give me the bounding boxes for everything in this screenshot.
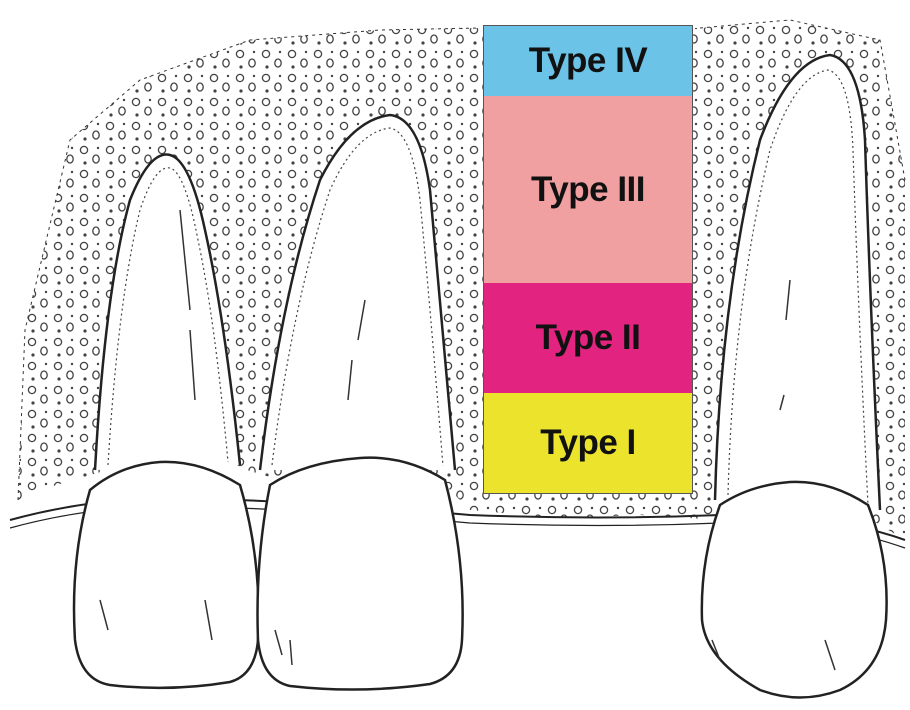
crown-1 (74, 462, 259, 688)
type-iv-band: Type IV (484, 26, 692, 96)
type-ii-label: Type II (536, 318, 641, 358)
type-i-band: Type I (484, 393, 692, 493)
type-i-label: Type I (540, 423, 636, 463)
crown-3 (702, 482, 887, 698)
type-ii-band: Type II (484, 283, 692, 393)
type-iv-label: Type IV (529, 41, 647, 81)
type-iii-label: Type III (531, 170, 645, 210)
type-iii-band: Type III (484, 96, 692, 283)
gingival-type-legend: Type IV Type III Type II Type I (483, 25, 693, 494)
crown-2 (258, 458, 463, 690)
